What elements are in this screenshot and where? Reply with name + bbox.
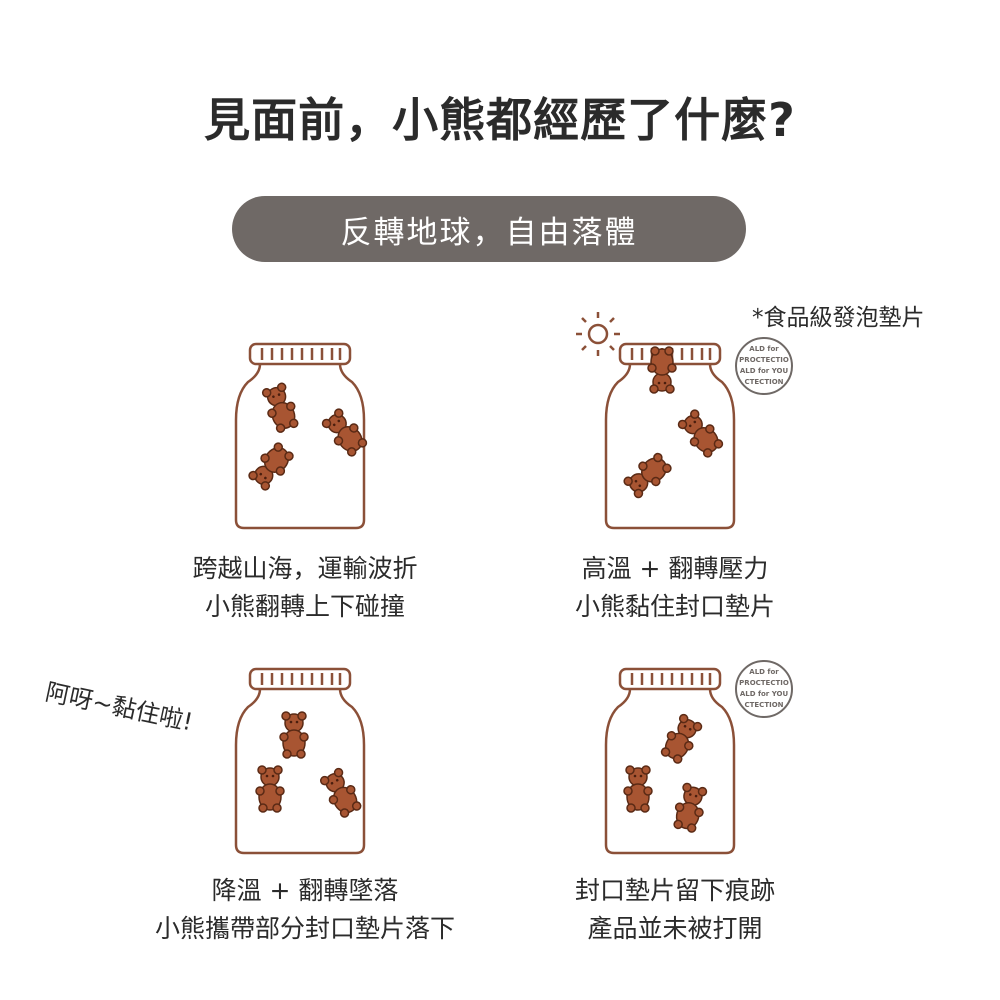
seal-text-4: CTECTION <box>744 701 783 709</box>
seal-text-3: ALD for YOU <box>740 690 789 698</box>
gummy-bear-icon <box>255 765 285 813</box>
foam-seal-icon: ALD for PROCTECTIO ALD for YOU CTECTION <box>735 337 793 395</box>
jar-outline <box>604 667 736 855</box>
caption-line-2: 小熊黏住封口墊片 <box>574 592 775 621</box>
gummy-bear-icon <box>321 408 368 457</box>
page-title: 見面前，小熊都經歷了什麼? <box>204 93 796 147</box>
sun-icon <box>576 312 620 356</box>
gummy-bear-icon <box>623 452 672 499</box>
jar-illustration-1 <box>234 342 368 530</box>
jar-illustration-4: ALD for PROCTECTIO ALD for YOU CTECTION <box>604 660 793 855</box>
section-pill: 反轉地球，自由落體 <box>232 196 746 262</box>
caption-line-2: 小熊翻轉上下碰撞 <box>204 592 405 621</box>
seal-text-4: CTECTION <box>744 378 783 386</box>
jar-illustration-3 <box>234 667 366 855</box>
panel-caption-3: 降溫 + 翻轉墜落 小熊攜帶部分封口墊片落下 <box>95 872 515 948</box>
section-pill-label: 反轉地球，自由落體 <box>340 214 638 251</box>
gummy-bear-icon <box>623 765 653 813</box>
panel-caption-2: 高溫 + 翻轉壓力 小熊黏住封口墊片 <box>465 550 885 626</box>
gummy-bear-icon <box>660 713 703 764</box>
panel-caption-4: 封口墊片留下痕跡 產品並未被打開 <box>465 872 885 948</box>
gummy-bear-icon <box>319 767 362 818</box>
caption-line-1: 降溫 + 翻轉墜落 <box>211 876 399 905</box>
seal-text-2: PROCTECTIO <box>739 679 789 687</box>
foam-seal-icon: ALD for PROCTECTIO ALD for YOU CTECTION <box>735 660 793 718</box>
panel-caption-1: 跨越山海，運輸波折 小熊翻轉上下碰撞 <box>95 550 515 626</box>
jar-outline <box>234 342 366 530</box>
seal-text-1: ALD for <box>749 668 779 676</box>
gummy-bear-icon <box>647 346 677 394</box>
exclamation-text: 阿呀~黏住啦! <box>42 677 196 737</box>
caption-line-2: 小熊攜帶部分封口墊片落下 <box>154 914 455 943</box>
foam-pad-note: *食品級發泡墊片 <box>752 305 925 331</box>
gummy-bear-icon <box>261 382 299 433</box>
jar-illustration-2: ALD for PROCTECTIO ALD for YOU CTECTION <box>576 312 793 530</box>
caption-line-1: 封口墊片留下痕跡 <box>574 876 775 905</box>
caption-line-1: 高溫 + 翻轉壓力 <box>581 554 769 583</box>
seal-text-1: ALD for <box>749 345 779 353</box>
gummy-bear-icon <box>279 711 309 759</box>
gummy-bear-icon <box>248 442 294 491</box>
gummy-bear-icon <box>673 782 708 833</box>
jar-outline <box>234 667 366 855</box>
seal-text-3: ALD for YOU <box>740 367 789 375</box>
gummy-bear-icon <box>677 409 724 458</box>
caption-line-2: 產品並未被打開 <box>587 914 763 943</box>
seal-text-2: PROCTECTIO <box>739 356 789 364</box>
caption-line-1: 跨越山海，運輸波折 <box>192 554 418 583</box>
